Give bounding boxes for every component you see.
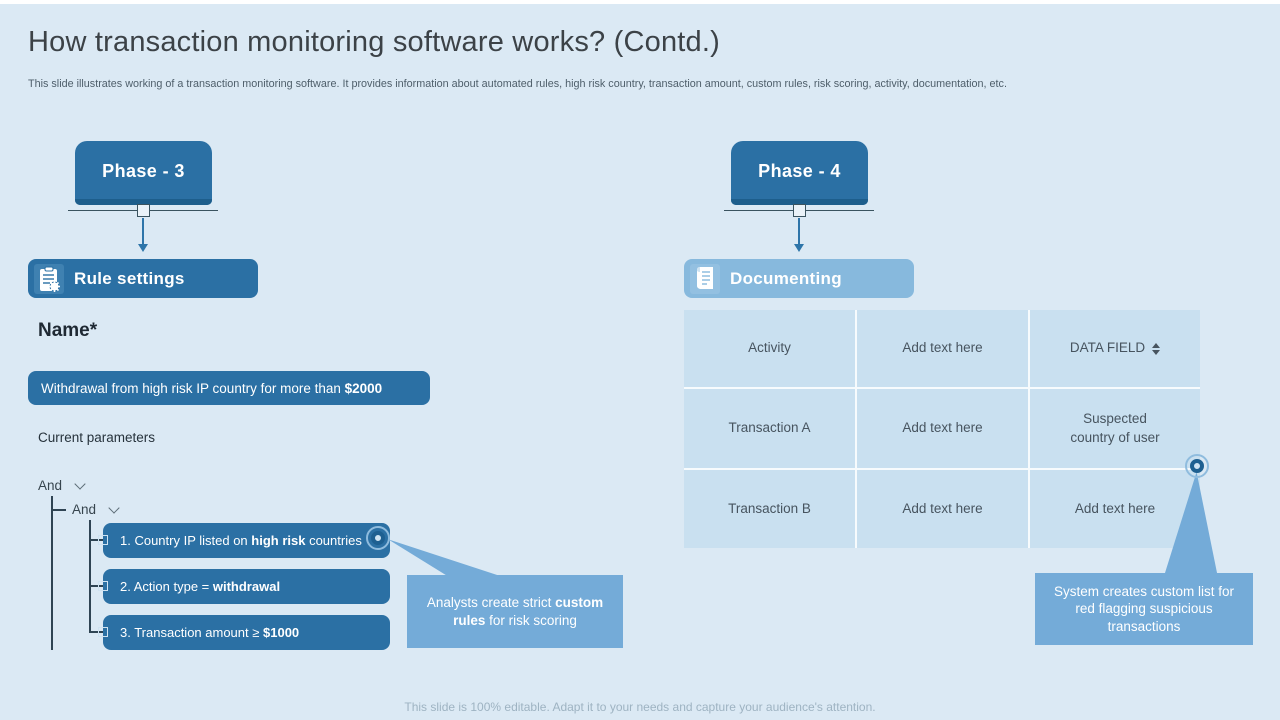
slide-subtitle: This slide illustrates working of a tran… [28,78,1007,90]
system-callout: System creates custom list for red flagg… [1035,573,1253,645]
phase-4-connector-square [793,204,806,217]
documenting-label: Documenting [730,268,842,288]
condition-2-checkbox[interactable] [98,581,108,591]
rule-name-bar[interactable]: Withdrawal from high risk IP country for… [28,371,430,405]
footer-note: This slide is 100% editable. Adapt it to… [404,700,876,714]
table-cell[interactable]: Suspected country of user [1030,389,1200,468]
tree-tick-3 [89,631,103,633]
name-field-label: Name* [38,320,98,341]
table-cell[interactable]: DATA FIELD [1030,310,1200,387]
current-parameters-label: Current parameters [38,430,156,445]
table-cell[interactable]: Transaction B [684,470,855,548]
chevron-down-icon [108,501,120,514]
target-marker-icon [366,526,390,550]
phase-4-label: Phase - 4 [758,160,841,181]
operator-root-dropdown[interactable]: And [38,477,86,493]
phase-4-arrow-head [794,244,804,252]
phase-3-box-edge [75,199,212,205]
phase-4-box[interactable]: Phase - 4 [731,141,868,205]
document-icon [690,263,720,294]
analysts-callout: Analysts create strict custom rules for … [407,575,623,648]
documenting-header[interactable]: Documenting [684,259,914,298]
operator-child-dropdown[interactable]: And [72,501,120,517]
condition-bar-1[interactable]: 1. Country IP listed on high risk countr… [98,523,390,558]
rule-settings-header[interactable]: Rule settings [28,259,258,298]
top-strip [0,0,1280,4]
condition-3-checkbox[interactable] [98,627,108,637]
documenting-table: Activity Add text here DATA FIELD Transa… [684,310,1200,548]
phase-3-arrow-head [138,244,148,252]
rule-amount: $2000 [344,380,383,396]
tree-line-child [89,520,91,633]
page-title: How transaction monitoring software work… [28,26,720,58]
analysts-callout-text: Analysts create strict [426,594,556,610]
table-cell[interactable]: Add text here [857,310,1028,387]
condition-1-checkbox[interactable] [98,535,108,545]
condition-3-text: 3. Transaction amount ≥ [120,625,263,640]
rule-text: Withdrawal from high risk IP country for… [41,380,345,396]
table-cell[interactable]: Add text here [857,470,1028,548]
phase-3-label: Phase - 3 [102,160,185,181]
left-callout-pointer [388,539,501,576]
table-cell[interactable]: Add text here [1030,470,1200,548]
clipboard-gear-icon [34,263,64,294]
system-callout-text: System creates custom list for red flagg… [1053,583,1235,634]
phase-3-box[interactable]: Phase - 3 [75,141,212,205]
sort-icon[interactable] [1152,342,1161,355]
condition-bar-3[interactable]: 3. Transaction amount ≥ $1000 [98,615,390,650]
phase-4-box-edge [731,199,868,205]
table-cell[interactable]: Transaction A [684,389,855,468]
tree-tick-child [51,509,66,511]
rule-settings-label: Rule settings [74,268,185,288]
chevron-down-icon [74,477,86,490]
table-cell[interactable]: Add text here [857,389,1028,468]
phase-3-connector-square [137,204,150,217]
table-cell[interactable]: Activity [684,310,855,387]
condition-2-text: 2. Action type = [120,579,213,594]
tree-line-root [51,496,53,650]
operator-root-label: And [38,478,63,493]
phase-3-arrow-stem [142,218,144,244]
condition-1-text: 1. Country IP listed on [120,533,252,548]
operator-child-label: And [72,502,97,517]
target-marker-icon [1185,454,1209,478]
condition-bar-2[interactable]: 2. Action type = withdrawal [98,569,390,604]
tree-tick-1 [89,539,103,541]
tree-tick-2 [89,585,103,587]
phase-4-arrow-stem [798,218,800,244]
